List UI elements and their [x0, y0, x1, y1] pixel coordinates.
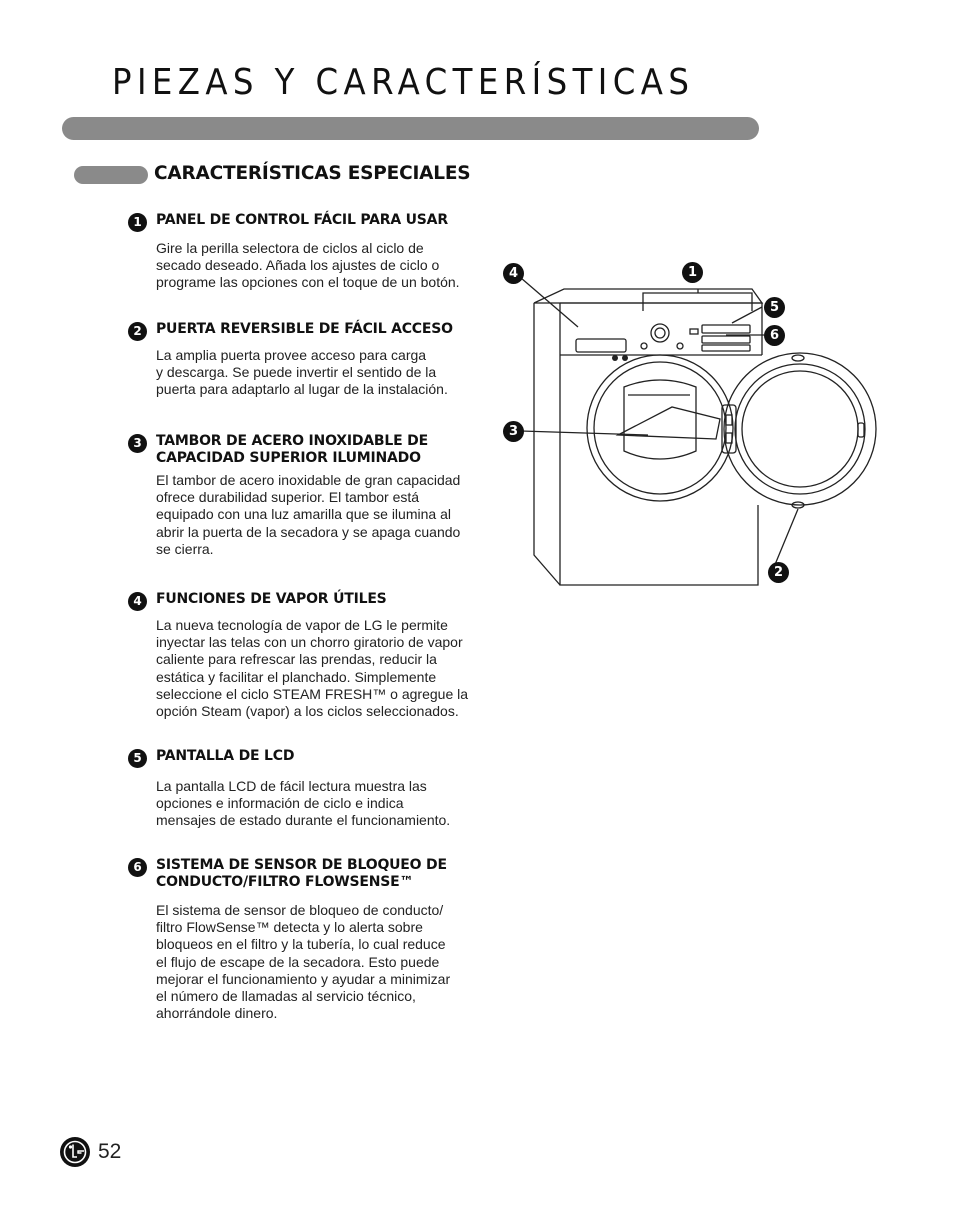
feature-title: SISTEMA DE SENSOR DE BLOQUEO DE CONDUCTO… — [156, 857, 447, 890]
diagram-callout-6: 6 — [764, 325, 785, 346]
feature-item: 1 PANEL DE CONTROL FÁCIL PARA USAR Gire … — [128, 212, 508, 292]
feature-number-badge: 5 — [128, 749, 147, 768]
feature-title: TAMBOR DE ACERO INOXIDABLE DE CAPACIDAD … — [156, 433, 428, 466]
diagram-callout-3: 3 — [503, 421, 524, 442]
feature-description: El tambor de acero inoxidable de gran ca… — [156, 472, 461, 557]
dryer-diagram: 4 1 5 6 3 2 — [500, 255, 880, 600]
feature-description: La amplia puerta provee acceso para carg… — [156, 347, 448, 398]
feature-number-badge: 3 — [128, 434, 147, 453]
diagram-callout-5: 5 — [764, 297, 785, 318]
diagram-callout-1: 1 — [682, 262, 703, 283]
feature-description: La nueva tecnología de vapor de LG le pe… — [156, 617, 469, 720]
page-title: PIEZAS Y CARACTERÍSTICAS — [112, 62, 695, 103]
feature-item: 6 SISTEMA DE SENSOR DE BLOQUEO DE CONDUC… — [128, 857, 508, 1022]
feature-item: 5 PANTALLA DE LCD La pantalla LCD de fác… — [128, 748, 508, 830]
feature-description: Gire la perilla selectora de ciclos al c… — [156, 240, 460, 291]
feature-title: PUERTA REVERSIBLE DE FÁCIL ACCESO — [156, 321, 453, 337]
title-underline-bar — [62, 117, 759, 140]
feature-number-badge: 4 — [128, 592, 147, 611]
feature-item: 3 TAMBOR DE ACERO INOXIDABLE DE CAPACIDA… — [128, 433, 498, 558]
feature-number-badge: 2 — [128, 322, 147, 341]
diagram-callout-4: 4 — [503, 263, 524, 284]
feature-description: El sistema de sensor de bloqueo de condu… — [156, 902, 451, 1022]
feature-number-badge: 1 — [128, 213, 147, 232]
lg-logo-icon — [59, 1136, 91, 1173]
feature-description: La pantalla LCD de fácil lectura muestra… — [156, 778, 451, 829]
feature-title: FUNCIONES DE VAPOR ÚTILES — [156, 591, 387, 607]
feature-title: PANTALLA DE LCD — [156, 748, 295, 764]
section-title: CARACTERÍSTICAS ESPECIALES — [154, 163, 471, 184]
feature-title: PANEL DE CONTROL FÁCIL PARA USAR — [156, 212, 448, 228]
diagram-callout-2: 2 — [768, 562, 789, 583]
feature-number-badge: 6 — [128, 858, 147, 877]
dryer-illustration — [520, 277, 877, 586]
feature-item: 4 FUNCIONES DE VAPOR ÚTILES La nueva tec… — [128, 591, 508, 720]
page-number: 52 — [98, 1140, 122, 1163]
feature-item: 2 PUERTA REVERSIBLE DE FÁCIL ACCESO La a… — [128, 321, 508, 399]
section-pill-decoration — [74, 166, 148, 184]
